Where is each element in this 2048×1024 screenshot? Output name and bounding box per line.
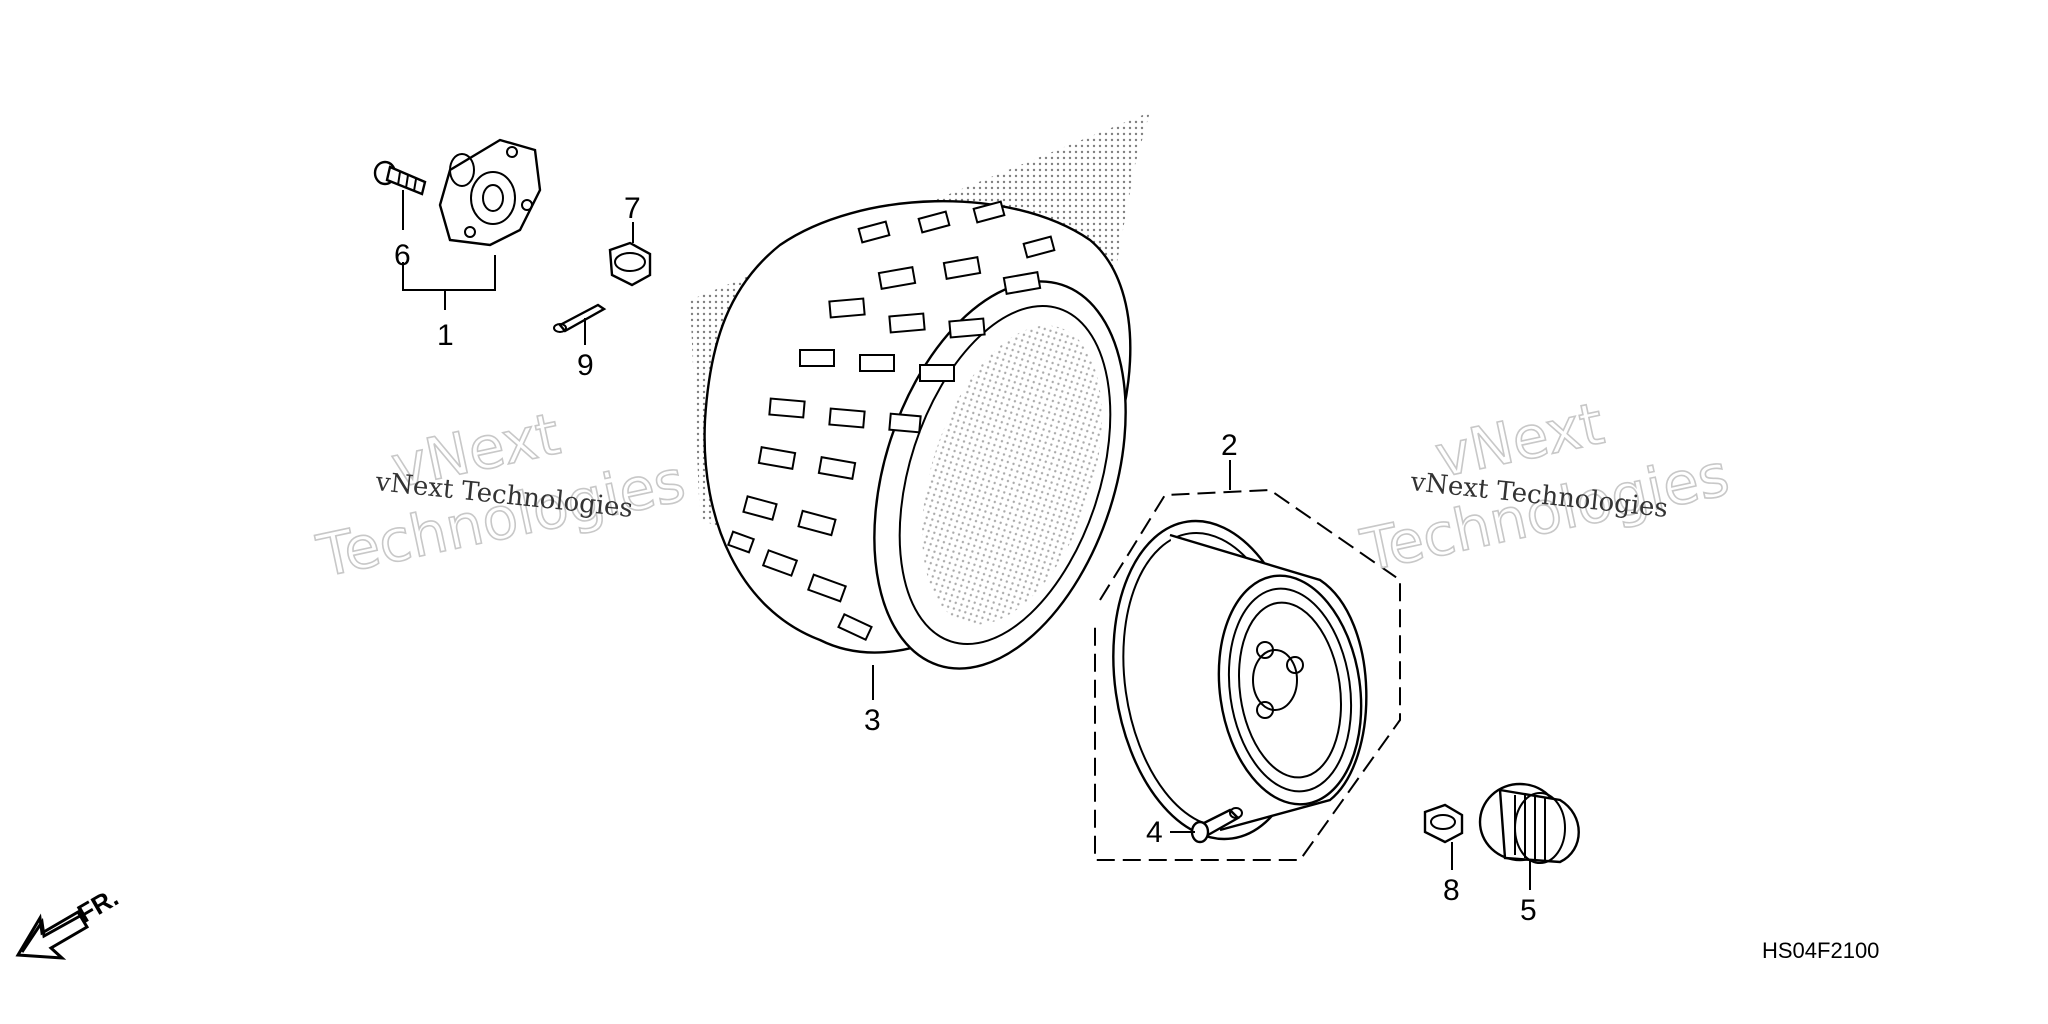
- diagram-code: HS04F2100: [1762, 938, 1879, 963]
- front-arrow-icon: [15, 909, 90, 960]
- callout-7: 7: [624, 192, 641, 225]
- tire-tread-lugs: [726, 200, 1056, 642]
- callout-6: 6: [394, 239, 411, 272]
- callout-9: 9: [577, 349, 594, 382]
- callout-5: 5: [1520, 894, 1537, 927]
- callout-3: 3: [864, 704, 881, 737]
- bolt-part-6[interactable]: [373, 160, 427, 196]
- lug-nut-part-8[interactable]: [1423, 803, 1464, 844]
- wheel-rim-part-2[interactable]: [1094, 488, 1401, 861]
- callout-2: 2: [1221, 429, 1238, 462]
- watermark-left: vNext Technologies vNext Technologies: [310, 399, 691, 592]
- front-direction-indicator: FR.: [15, 882, 123, 960]
- callout-4: 4: [1146, 816, 1163, 849]
- hub-assembly-part-1[interactable]: [438, 138, 542, 247]
- callout-1: 1: [437, 319, 454, 352]
- cotter-pin-part-9[interactable]: [553, 303, 607, 333]
- watermark-right: vNext Technologies vNext Technologies: [1354, 388, 1735, 585]
- hub-cap-part-5[interactable]: [1478, 782, 1580, 864]
- callout-8: 8: [1443, 874, 1460, 907]
- nut-part-7[interactable]: [608, 241, 652, 287]
- callout-leaders: [402, 190, 1531, 890]
- tire-part-3[interactable]: [703, 199, 1172, 701]
